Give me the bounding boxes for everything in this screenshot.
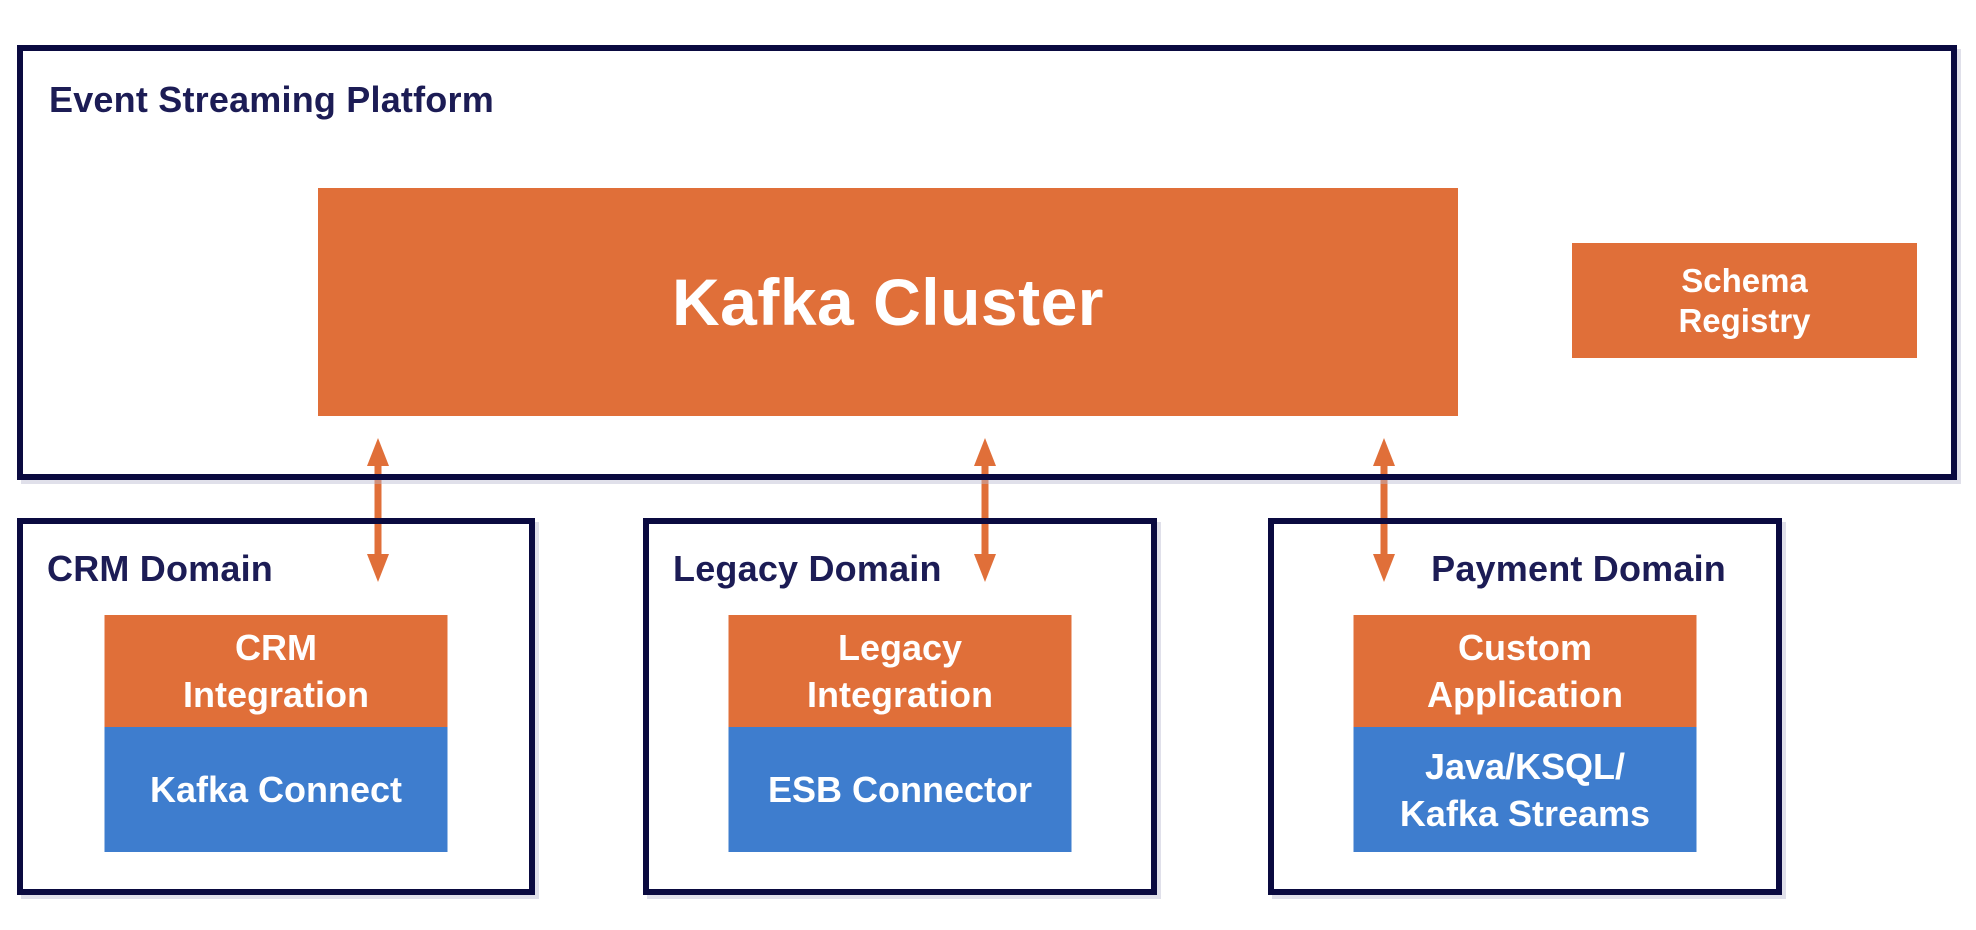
event-streaming-platform-box: Event Streaming Platform Kafka Cluster S… (17, 45, 1957, 480)
schema-registry-box: Schema Registry (1572, 243, 1917, 358)
crm-stack: CRM Integration Kafka Connect (104, 615, 448, 852)
esb-connector-label: ESB Connector (767, 769, 1033, 810)
kafka-connect-label: Kafka Connect (149, 769, 403, 810)
crm-integration-label: CRM Integration (183, 627, 369, 715)
legacy-integration-label: Legacy Integration (807, 627, 993, 715)
kafka-to-payment-arrow (1373, 438, 1395, 582)
kafka-to-legacy-arrow (974, 438, 996, 582)
kafka-to-crm-arrow (367, 438, 389, 582)
kafka-cluster-label: Kafka Cluster (672, 265, 1104, 339)
legacy-integration-box: Legacy Integration (728, 615, 1072, 727)
crm-domain-box: CRM Domain CRM Integration Kafka Connect (17, 518, 535, 895)
custom-application-box: Custom Application (1353, 615, 1697, 727)
crm-domain-title: CRM Domain (47, 548, 273, 589)
kafka-cluster-box: Kafka Cluster (318, 188, 1458, 416)
platform-title: Event Streaming Platform (49, 79, 494, 120)
legacy-domain-box: Legacy Domain Legacy Integration ESB Con… (643, 518, 1157, 895)
java-ksql-kafka-streams-label: Java/KSQL/ Kafka Streams (1399, 745, 1651, 834)
custom-application-label: Custom Application (1427, 627, 1623, 715)
payment-stack: Custom Application Java/KSQL/ Kafka Stre… (1353, 615, 1697, 852)
java-ksql-kafka-streams-box: Java/KSQL/ Kafka Streams (1353, 727, 1697, 852)
crm-integration-box: CRM Integration (104, 615, 448, 727)
payment-domain-title: Payment Domain (1431, 548, 1726, 589)
payment-domain-box: Payment Domain Custom Application Java/K… (1268, 518, 1782, 895)
kafka-connect-box: Kafka Connect (104, 727, 448, 852)
esb-connector-box: ESB Connector (728, 727, 1072, 852)
legacy-domain-title: Legacy Domain (673, 548, 942, 589)
schema-registry-label: Schema Registry (1678, 261, 1811, 339)
legacy-stack: Legacy Integration ESB Connector (728, 615, 1072, 852)
